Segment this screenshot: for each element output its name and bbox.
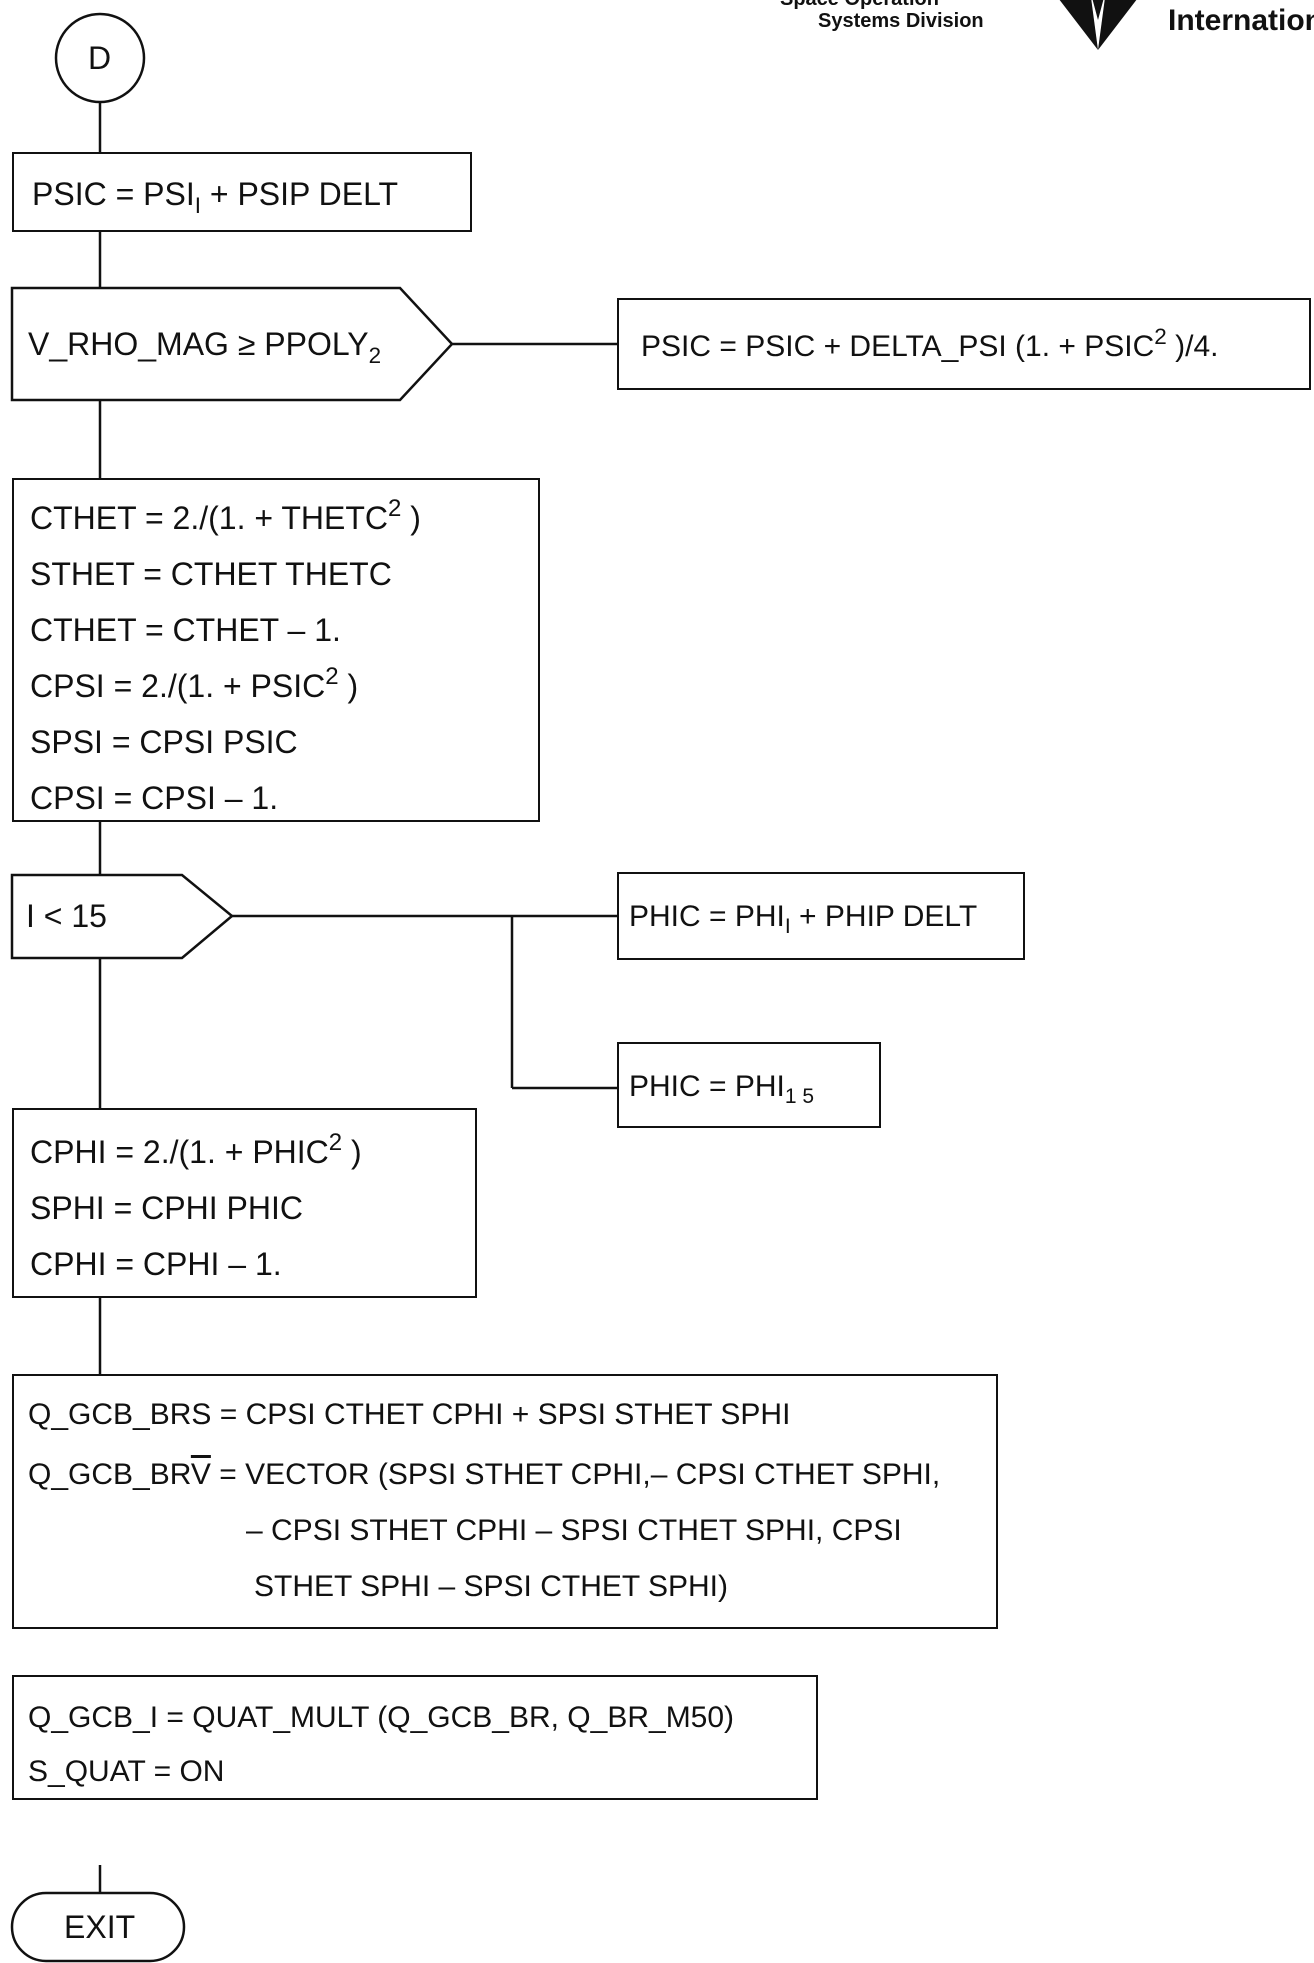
mult-line-1: Q_GCB_I = QUAT_MULT (Q_GCB_BR, Q_BR_M50) — [28, 1701, 735, 1734]
company-logo-icon — [1059, 0, 1137, 50]
theta-line-3: CTHET = CTHET – 1. — [30, 612, 341, 648]
terminal-exit-label: EXIT — [64, 1909, 136, 1945]
box-psic: PSIC = PSII + PSIP DELT — [12, 152, 472, 232]
phi-line-2: SPHI = CPHI PHIC — [30, 1190, 303, 1226]
connector-d-label: D — [88, 40, 112, 76]
decision-i-text: I < 15 — [26, 898, 107, 934]
quat-line-3: – CPSI STHET CPHI – SPSI CTHET SPHI, CPS… — [246, 1514, 902, 1547]
theta-line-1: CTHET = 2./(1. + THETC2 ) — [30, 494, 421, 536]
box-quaternion: Q_GCB_BRS = CPSI CTHET CPHI + SPSI STHET… — [12, 1374, 998, 1629]
theta-line-6: CPSI = CPSI – 1. — [30, 780, 279, 816]
box-quat-mult: Q_GCB_I = QUAT_MULT (Q_GCB_BR, Q_BR_M50)… — [12, 1675, 818, 1800]
decision-i-shape — [10, 873, 234, 960]
box-psic-update: PSIC = PSIC + DELTA_PSI (1. + PSIC2 )/4. — [617, 298, 1311, 390]
psic-sub: I — [194, 192, 201, 218]
phi-line-3: CPHI = CPHI – 1. — [30, 1246, 282, 1282]
decision-vrho-text: V_RHO_MAG ≥ PPOLY2 — [28, 326, 382, 368]
division-fragment: Space Operation — [780, 0, 939, 11]
theta-line-5: SPSI = CPSI PSIC — [30, 724, 298, 760]
quat-line-4: STHET SPHI – SPSI CTHET SPHI) — [254, 1570, 728, 1603]
box-theta-psi: CTHET = 2./(1. + THETC2 ) STHET = CTHET … — [12, 478, 540, 822]
mult-line-2: S_QUAT = ON — [28, 1755, 225, 1788]
quat-line-1: Q_GCB_BRS = CPSI CTHET CPHI + SPSI STHET… — [28, 1398, 791, 1431]
company-fragment: Internation — [1168, 4, 1314, 37]
terminal-exit-shape — [10, 1891, 186, 1963]
theta-line-4: CPSI = 2./(1. + PSIC2 ) — [30, 662, 359, 704]
box-phi: CPHI = 2./(1. + PHIC2 ) SPHI = CPHI PHIC… — [12, 1108, 477, 1298]
box-phic-a: PHIC = PHII + PHIP DELT — [617, 872, 1025, 960]
psic-lhs: PSIC = PSI — [32, 176, 195, 212]
decision-vrho-shape — [10, 286, 454, 402]
psic-rhs: + PSIP DELT — [200, 176, 399, 212]
division-label: Systems Division — [818, 10, 984, 32]
phi-line-1: CPHI = 2./(1. + PHIC2 ) — [30, 1128, 362, 1170]
box-phic-b: PHIC = PHI1 5 — [617, 1042, 881, 1128]
theta-line-2: STHET = CTHET THETC — [30, 556, 392, 592]
quat-line-2: Q_GCB_BRV = VECTOR (SPSI STHET CPHI,– CP… — [28, 1458, 941, 1491]
